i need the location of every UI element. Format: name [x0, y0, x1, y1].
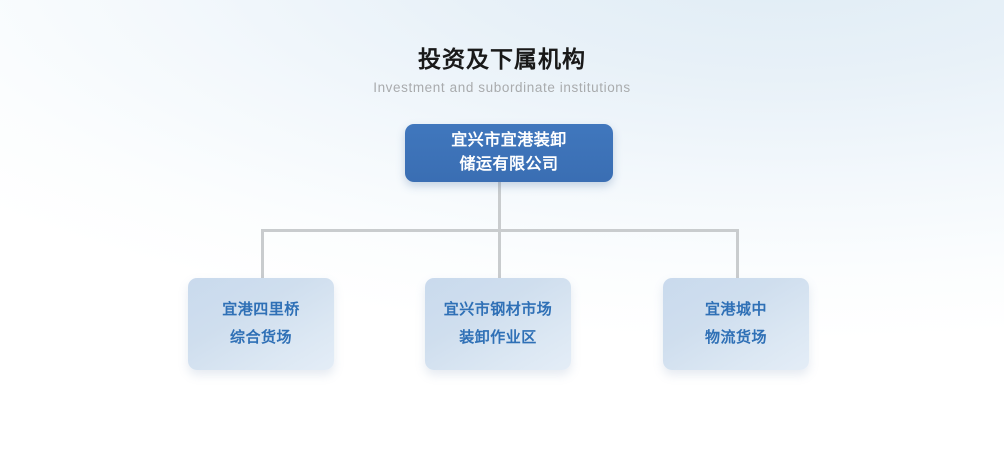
- connector-root-stem: [498, 182, 501, 232]
- connector-drop-left: [261, 229, 264, 279]
- org-node-child-2-line2: 装卸作业区: [459, 329, 537, 346]
- org-node-child-1-line1: 宜港四里桥: [222, 301, 300, 318]
- org-node-root[interactable]: 宜兴市宜港装卸 储运有限公司: [405, 124, 613, 182]
- org-node-root-line1: 宜兴市宜港装卸: [451, 132, 567, 149]
- org-node-child-1-line2: 综合货场: [229, 329, 292, 346]
- page-title: 投资及下属机构: [418, 46, 586, 72]
- org-node-root-line2: 储运有限公司: [459, 156, 559, 173]
- connector-drop-center: [498, 229, 501, 279]
- org-node-child-3-line1: 宜港城中: [704, 301, 767, 318]
- connector-drop-right: [736, 229, 739, 279]
- org-node-child-2-line1: 宜兴市钢材市场: [443, 301, 553, 318]
- org-node-child-1[interactable]: 宜港四里桥 综合货场: [188, 278, 334, 370]
- page-subtitle: Investment and subordinate institutions: [373, 80, 631, 95]
- org-node-child-2[interactable]: 宜兴市钢材市场 装卸作业区: [425, 278, 571, 370]
- org-node-child-3-line2: 物流货场: [704, 329, 767, 346]
- org-node-child-3[interactable]: 宜港城中 物流货场: [663, 278, 809, 370]
- page-heading: 投资及下属机构 Investment and subordinate insti…: [0, 44, 1004, 97]
